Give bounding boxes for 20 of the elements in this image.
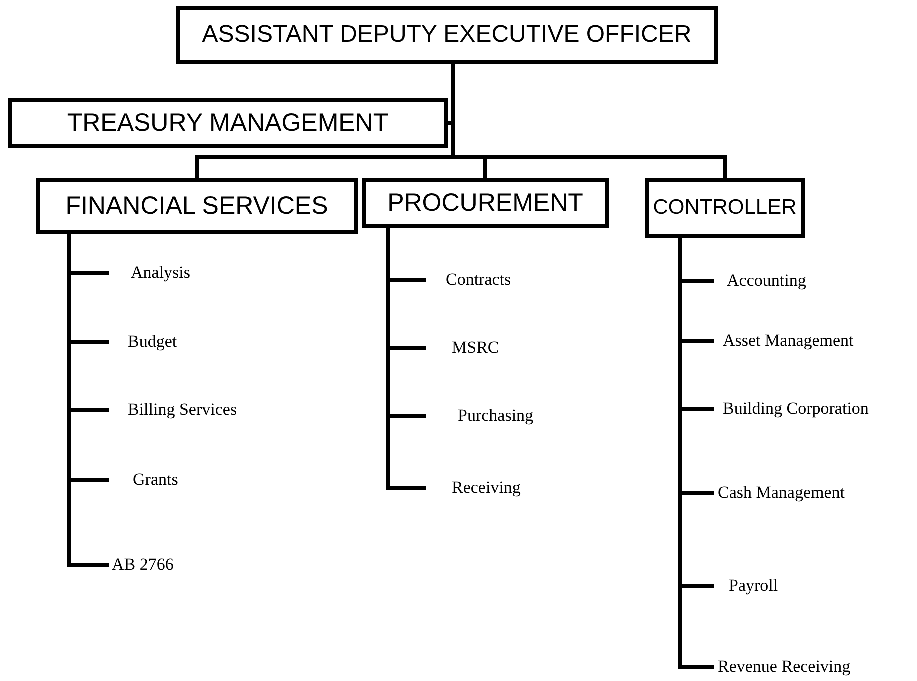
sub-unit-label: Accounting xyxy=(727,271,806,291)
sub-unit-label: Budget xyxy=(128,332,178,352)
unit-box: TREASURY MANAGEMENT xyxy=(8,98,448,148)
sub-unit-label: Asset Management xyxy=(723,331,854,351)
sub-unit-label: AB 2766 xyxy=(112,555,174,575)
sub-unit-label: Receiving xyxy=(452,478,521,498)
sub-unit-label: Building Corporation xyxy=(723,399,869,419)
sub-unit-label: Cash Management xyxy=(718,483,845,503)
sub-unit-label: Purchasing xyxy=(458,406,534,426)
sub-unit-label: Grants xyxy=(133,470,178,490)
sub-unit-label: Contracts xyxy=(446,270,512,290)
unit-box: PROCUREMENT xyxy=(362,178,609,228)
unit-box: FINANCIAL SERVICES xyxy=(36,178,358,234)
sub-unit-label: Billing Services xyxy=(128,400,238,420)
sub-unit-label: Analysis xyxy=(131,263,190,283)
sub-unit-label: Payroll xyxy=(729,576,778,596)
unit-box: CONTROLLER xyxy=(645,178,805,238)
sub-unit-label: Revenue Receiving xyxy=(718,657,851,677)
sub-unit-label: MSRC xyxy=(452,338,500,358)
unit-box: ASSISTANT DEPUTY EXECUTIVE OFFICER xyxy=(176,6,718,64)
